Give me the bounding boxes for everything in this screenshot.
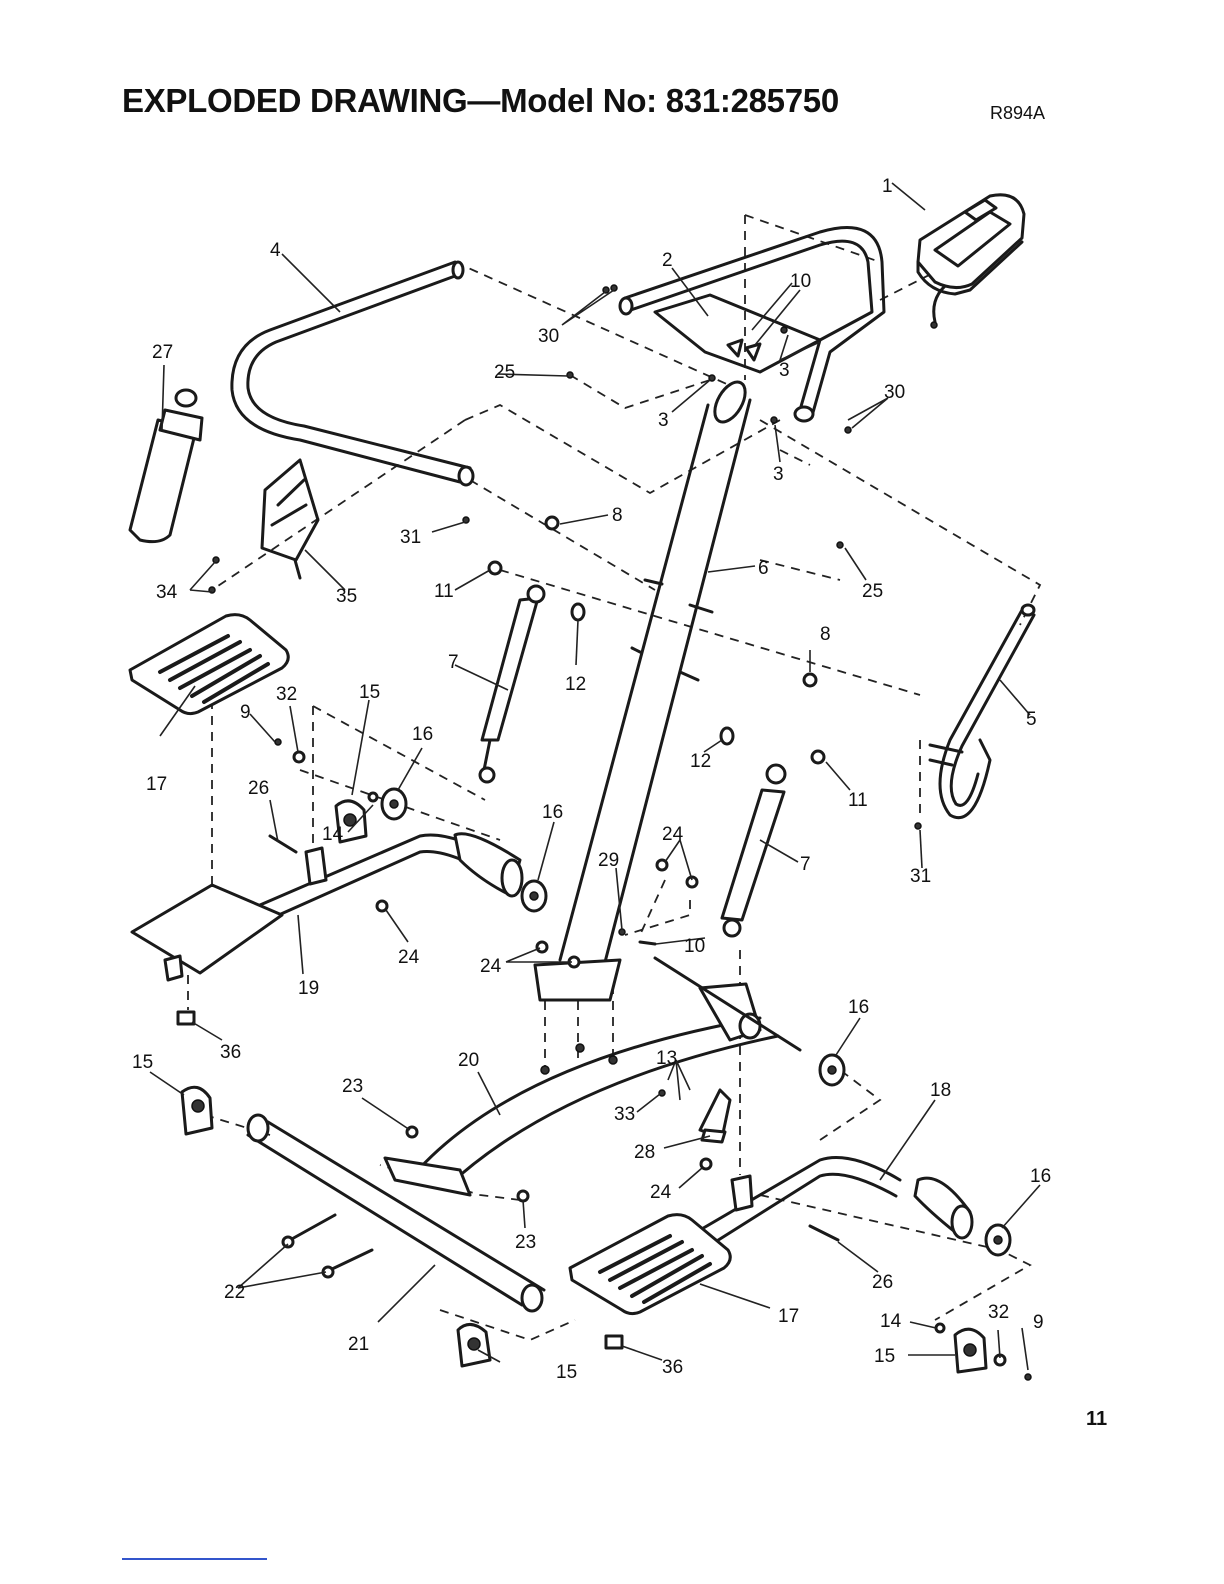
left-pedal-arm-part [260, 834, 522, 918]
callout-24: 24 [398, 947, 420, 968]
callout-15: 15 [132, 1052, 153, 1073]
shock-right-part [722, 765, 785, 936]
callout-30: 30 [538, 326, 559, 347]
callout-10: 10 [790, 271, 811, 292]
callout-24: 24 [480, 956, 502, 977]
callout-27: 27 [152, 342, 173, 363]
callout-12: 12 [565, 674, 586, 695]
callout-35: 35 [336, 586, 357, 607]
end-cap-left [178, 1012, 194, 1024]
callout-17: 17 [778, 1306, 799, 1327]
callout-16: 16 [542, 802, 563, 823]
resistance-bracket-part [700, 1090, 730, 1142]
left-pedal-part [130, 615, 288, 714]
callout-4: 4 [270, 240, 281, 261]
callout-25: 25 [494, 362, 515, 383]
callout-17: 17 [146, 774, 167, 795]
callout-30: 30 [884, 382, 905, 403]
end-cap-right [606, 1336, 622, 1348]
right-upper-arm-part [930, 605, 1034, 818]
callout-15: 15 [359, 682, 380, 703]
callout-28: 28 [634, 1142, 655, 1163]
callout-24: 24 [650, 1182, 672, 1203]
callout-25: 25 [862, 581, 883, 602]
callout-6: 6 [758, 558, 769, 579]
callout-26: 26 [248, 778, 269, 799]
callout-12: 12 [690, 751, 711, 772]
callout-36: 36 [662, 1357, 683, 1378]
callout-5: 5 [1026, 709, 1037, 730]
console-part [918, 195, 1024, 328]
callout-10: 10 [684, 936, 705, 957]
callout-labels: 1 2 3 3 3 4 5 6 7 7 8 8 9 9 10 10 11 11 … [132, 176, 1051, 1383]
callout-34: 34 [156, 582, 178, 603]
callout-32: 32 [988, 1302, 1009, 1323]
callout-19: 19 [298, 978, 319, 999]
callout-15: 15 [556, 1362, 577, 1383]
callout-16: 16 [848, 997, 869, 1018]
callout-23: 23 [515, 1232, 536, 1253]
assembly-dashed-lines [188, 215, 1040, 1340]
callout-7: 7 [448, 652, 459, 673]
callout-8: 8 [820, 624, 831, 645]
callout-11: 11 [434, 581, 454, 602]
callout-2: 2 [662, 250, 673, 271]
left-pedal-platform-part [132, 885, 282, 980]
callout-11: 11 [848, 790, 868, 811]
callout-20: 20 [458, 1050, 479, 1071]
callout-3: 3 [658, 410, 669, 431]
callout-14: 14 [880, 1311, 902, 1332]
callout-3: 3 [773, 464, 784, 485]
callout-29: 29 [598, 850, 619, 871]
callout-14: 14 [322, 824, 344, 845]
callout-26: 26 [872, 1272, 893, 1293]
callout-32: 32 [276, 684, 297, 705]
callout-1: 1 [882, 176, 893, 197]
callout-16: 16 [412, 724, 433, 745]
left-upper-arm-part [232, 262, 473, 485]
callout-33: 33 [614, 1104, 635, 1125]
shock-left-part [480, 586, 544, 782]
leader-lines [150, 183, 1040, 1370]
callout-13: 13 [656, 1048, 677, 1069]
right-pedal-arm-part [700, 1158, 972, 1245]
callout-21: 21 [348, 1334, 369, 1355]
callout-18: 18 [930, 1080, 951, 1101]
callout-9: 9 [240, 702, 251, 723]
bottle-holder-part [262, 460, 318, 578]
callout-15: 15 [874, 1346, 895, 1367]
callout-7: 7 [800, 854, 811, 875]
callout-31: 31 [400, 527, 421, 548]
callout-24: 24 [662, 824, 684, 845]
callout-9: 9 [1033, 1312, 1044, 1333]
water-bottle-part [130, 390, 202, 542]
right-pedal-part [570, 1215, 730, 1314]
callout-8: 8 [612, 505, 623, 526]
callout-36: 36 [220, 1042, 241, 1063]
callout-31: 31 [910, 866, 931, 887]
callout-3: 3 [779, 360, 790, 381]
callout-16: 16 [1030, 1166, 1051, 1187]
callout-22: 22 [224, 1282, 245, 1303]
handlebar-part [620, 227, 884, 421]
callout-23: 23 [342, 1076, 363, 1097]
